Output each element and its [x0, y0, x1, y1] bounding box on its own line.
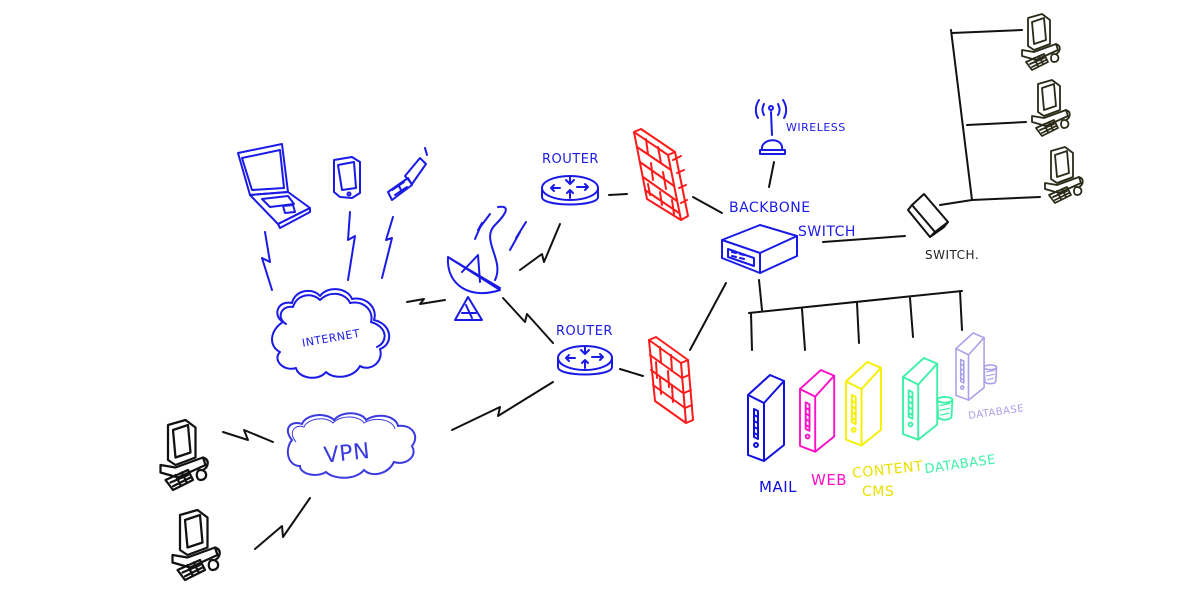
firewall-icon [648, 336, 694, 424]
web-server-icon [799, 369, 836, 453]
backbone-switch-link [822, 235, 906, 243]
mail-server-icon [747, 374, 785, 462]
workstation-drop-3 [971, 196, 1041, 201]
server-label-cms-line2: CMS [862, 484, 894, 500]
server-drop-4 [909, 297, 914, 338]
satellite-router-top-link [519, 223, 561, 271]
workstation-icon [1031, 79, 1071, 137]
servers [747, 332, 998, 462]
router-bottom: ROUTER [556, 324, 613, 376]
workstation-drop-1 [951, 29, 1023, 34]
switch-bus-link [939, 199, 973, 206]
cms-server-icon [845, 361, 882, 447]
cloud-icon [286, 412, 417, 479]
server-drop-1 [750, 312, 753, 351]
router-bottom-label: ROUTER [556, 324, 613, 339]
pda-icon [333, 156, 361, 199]
vpn-router-link [451, 381, 554, 431]
cloud-icon [271, 288, 390, 379]
phone-link [381, 216, 394, 279]
switch-icon [721, 224, 798, 274]
wireless-backbone-link [768, 161, 775, 188]
router-top: ROUTER [541, 152, 599, 206]
connections [222, 29, 1041, 550]
router-top-label: ROUTER [542, 152, 599, 167]
workstation-icon [159, 418, 209, 492]
firewall-bottom [648, 336, 694, 424]
server-label-database: DATABASE [924, 452, 997, 477]
server-label-database2: DATABASE [968, 403, 1025, 422]
remote-pcs [159, 418, 221, 582]
satellite-router-bottom-link [502, 297, 554, 344]
workstation-icon [1044, 146, 1084, 204]
backbone-label-line2: SWITCH [798, 224, 856, 240]
remote-pc1-vpn-link [222, 429, 274, 443]
server-label-cms-line1: CONTENT [851, 459, 923, 482]
switch-label: SWITCH. [925, 248, 979, 262]
firewall-icon [633, 128, 689, 221]
server-bus [748, 290, 963, 314]
workstation-icon [171, 508, 221, 582]
internet-satellite-link [406, 298, 446, 305]
wireless-antenna-icon [754, 99, 788, 155]
server-drop-3 [856, 302, 860, 344]
database-icon [983, 364, 998, 385]
vpn-cloud: VPN [286, 412, 417, 479]
server-drop-2 [801, 308, 806, 351]
switch-icon [907, 193, 949, 238]
workstation-drop-2 [966, 121, 1027, 126]
workstation-bus [950, 29, 973, 201]
backbone-label-line1: BACKBONE [729, 200, 811, 216]
internet-label: INTERNET [301, 327, 361, 350]
firewall-backbone-link [692, 196, 723, 214]
satellite-dish-icon [446, 205, 527, 321]
laptop-link [261, 231, 273, 291]
server-labels: MAIL WEB CONTENT CMS DATABASE DATABASE [759, 403, 1025, 500]
workstation-icon [1021, 13, 1061, 71]
access-switch: SWITCH. [907, 193, 979, 262]
backbone-switch: BACKBONE SWITCH [721, 200, 856, 274]
laptop-icon [237, 143, 311, 229]
pda-link [347, 211, 356, 281]
flip-phone-icon [387, 147, 428, 201]
database-server-icon [902, 357, 954, 441]
firewall-bottom-backbone-link [689, 282, 727, 351]
router-firewall-top-link [608, 193, 628, 196]
router-icon [557, 345, 613, 376]
wireless-label: WIRELESS [786, 121, 846, 134]
server-label-mail: MAIL [759, 478, 797, 496]
router-icon [541, 175, 599, 206]
server-drop-5 [959, 290, 963, 331]
remote-pc2-vpn-link [254, 497, 311, 550]
backbone-server-link [758, 279, 763, 311]
database-server-icon [955, 332, 998, 401]
firewall-top [633, 128, 689, 221]
server-label-web: WEB [811, 471, 847, 489]
workstations [1021, 13, 1084, 204]
internet-cloud: INTERNET [271, 288, 390, 379]
vpn-label: VPN [323, 439, 372, 469]
database-icon [936, 396, 954, 421]
wireless-node: WIRELESS [754, 99, 846, 155]
router-firewall-bottom-link [619, 368, 644, 377]
